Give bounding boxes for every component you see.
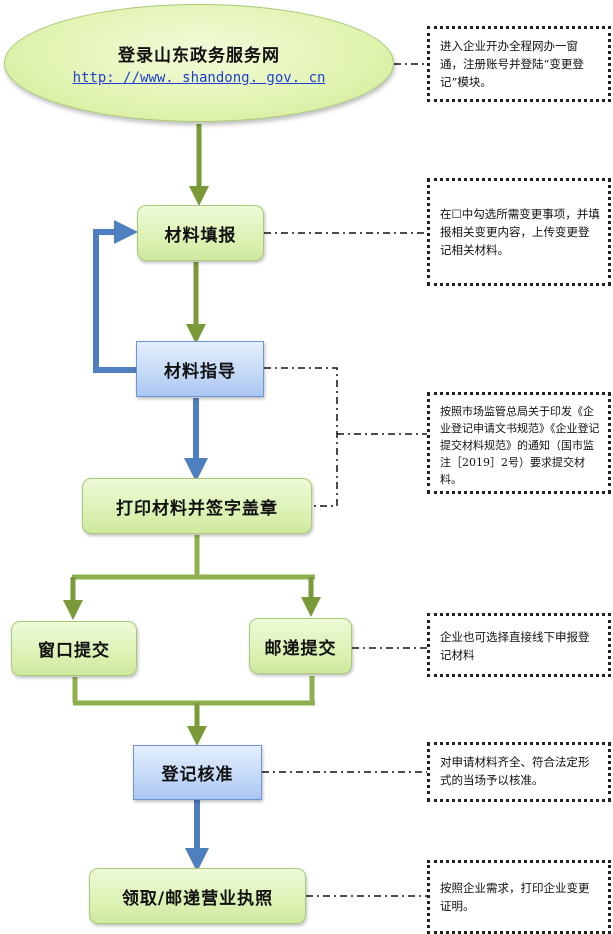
start-node-label: 登录山东政务服务网 xyxy=(118,45,280,66)
note-login-text: 进入企业开办全程网办一窗通，注册账号并登陆“变更登记”模块。 xyxy=(440,39,584,89)
step-mail-submit[interactable]: 邮递提交 xyxy=(249,618,352,674)
step-print-sign[interactable]: 打印材料并签字盖章 xyxy=(82,478,312,534)
note-guidance-text: 按照市场监管总局关于印发《企业登记申请文书规范》《企业登记提交材料规范》的通知（… xyxy=(440,405,600,486)
step-window-submit-label: 窗口提交 xyxy=(38,641,110,661)
step-mail-submit-label: 邮递提交 xyxy=(264,638,337,659)
step-guidance[interactable]: 材料指导 xyxy=(136,341,264,397)
arrow-guidance-back-to-fill xyxy=(93,220,138,373)
step-collect-license[interactable]: 领取/邮递营业执照 xyxy=(89,868,306,924)
website-link[interactable]: http: //www. shandong. gov. cn xyxy=(72,69,326,86)
note-collect: 按照企业需求，打印企业变更证明。 xyxy=(427,860,611,934)
step-print-sign-label: 打印材料并签字盖章 xyxy=(116,498,278,519)
note-guidance: 按照市场监管总局关于印发《企业登记申请文书规范》《企业登记提交材料规范》的通知（… xyxy=(427,392,611,494)
connector-guidance-note xyxy=(264,367,338,507)
note-mail-text: 企业也可选择直接线下申报登记材料 xyxy=(440,630,590,662)
arrow-submit-merge xyxy=(72,676,315,746)
step-fill-in-label: 材料填报 xyxy=(164,225,237,246)
step-collect-license-label: 领取/邮递营业执照 xyxy=(121,888,274,909)
note-login: 进入企业开办全程网办一窗通，注册账号并登陆“变更登记”模块。 xyxy=(427,26,611,102)
step-approval-label: 登记核准 xyxy=(161,765,234,785)
step-guidance-label: 材料指导 xyxy=(164,361,236,382)
note-collect-text: 按照企业需求，打印企业变更证明。 xyxy=(440,881,590,913)
step-window-submit[interactable]: 窗口提交 xyxy=(11,621,137,676)
step-approval[interactable]: 登记核准 xyxy=(133,745,262,800)
start-node-login[interactable]: 登录山东政务服务网 http: //www. shandong. gov. cn xyxy=(4,4,394,122)
note-approval: 对申请材料齐全、符合法定形式的当场予以核准。 xyxy=(427,742,611,802)
note-fill-in-text: 在☐中勾选所需变更事项，并填报相关变更内容，上传变更登记相关材料。 xyxy=(440,207,600,257)
note-fill-in: 在☐中勾选所需变更事项，并填报相关变更内容，上传变更登记相关材料。 xyxy=(427,178,611,286)
note-approval-text: 对申请材料齐全、符合法定形式的当场予以核准。 xyxy=(440,755,590,787)
step-fill-in[interactable]: 材料填报 xyxy=(137,205,264,261)
note-mail: 企业也可选择直接线下申报登记材料 xyxy=(427,613,611,677)
arrow-print-split xyxy=(63,535,321,620)
